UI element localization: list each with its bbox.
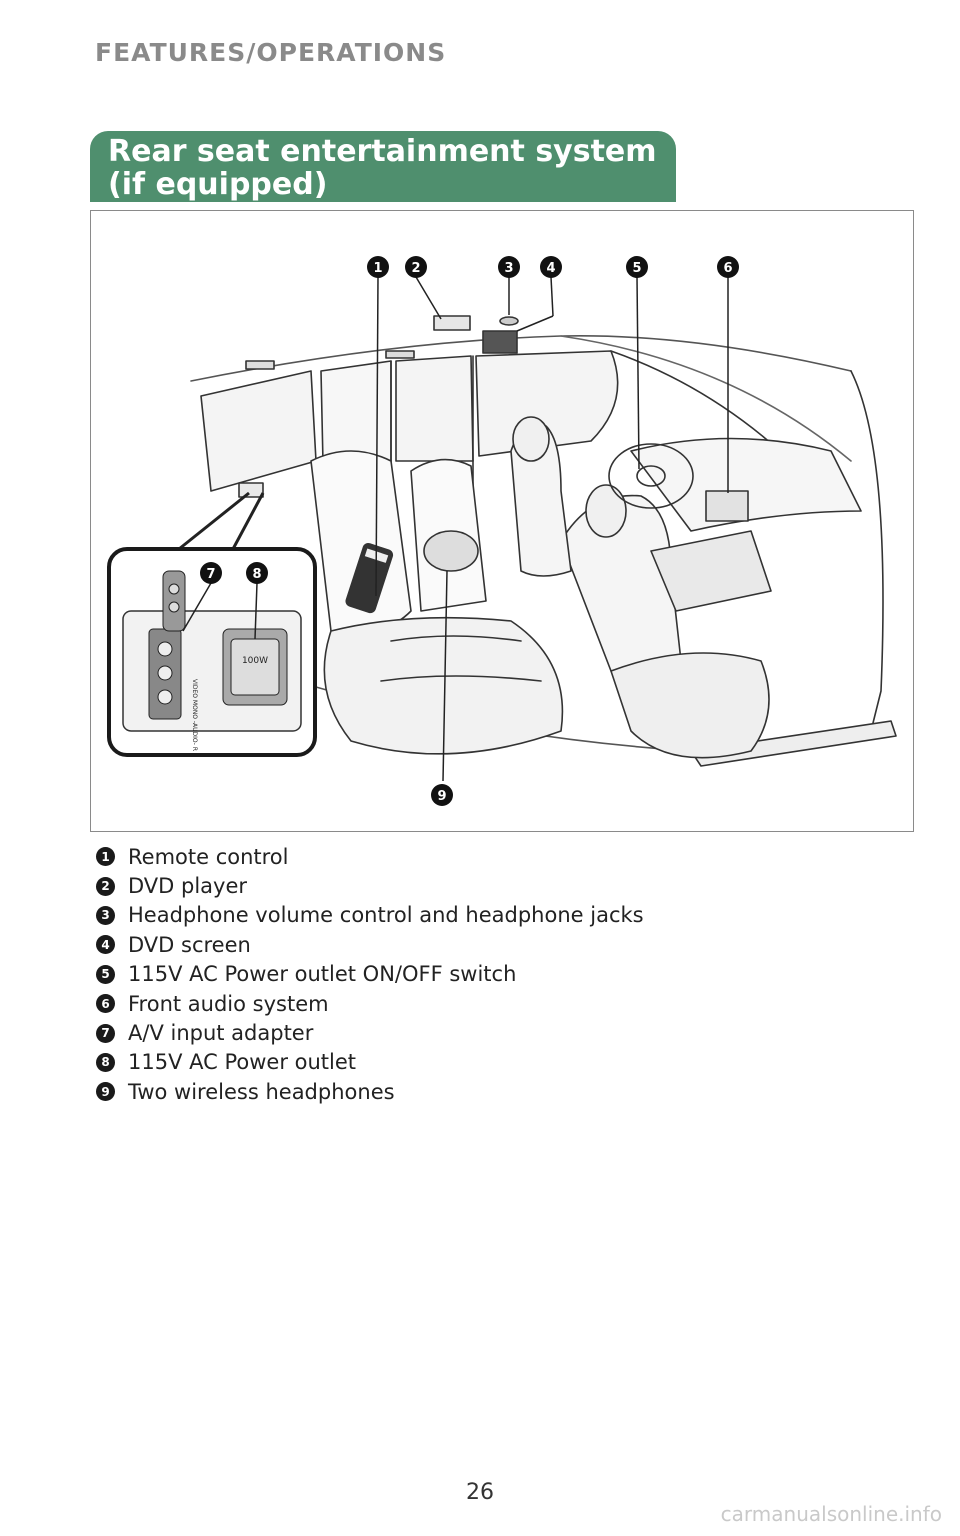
legend-text: Two wireless headphones [128, 1079, 395, 1104]
vehicle-interior-drawing: 100W VIDEO MONO -AUDIO- R 1 2 [107, 256, 897, 806]
vehicle-illustration: 100W VIDEO MONO -AUDIO- R 1 2 [90, 210, 914, 832]
legend-text: 115V AC Power outlet ON/OFF switch [128, 962, 517, 987]
section-label: FEATURES/OPERATIONS [95, 38, 447, 67]
page-number: 26 [466, 1480, 494, 1505]
legend-item: 2 DVD player [96, 871, 644, 900]
legend-text: Headphone volume control and headphone j… [128, 903, 644, 928]
jacks-label: VIDEO MONO -AUDIO- R [191, 679, 198, 751]
watermark: carmanualsonline.info [720, 1502, 942, 1526]
callout-2: 2 [405, 256, 427, 278]
legend-text: 115V AC Power outlet [128, 1050, 357, 1075]
callout-9: 9 [431, 784, 453, 806]
inset-detail: 100W VIDEO MONO -AUDIO- R [107, 491, 317, 757]
legend-number: 6 [96, 994, 115, 1014]
section-title-line1: Rear seat entertainment system [108, 134, 657, 169]
section-title: Rear seat entertainment system (if equip… [90, 131, 676, 202]
legend-item: 3 Headphone volume control and headphone … [96, 901, 644, 930]
legend-item: 1 Remote control [96, 842, 644, 871]
legend-number: 1 [96, 847, 115, 867]
legend-text: DVD player [128, 874, 248, 899]
legend-item: 5 115V AC Power outlet ON/OFF switch [96, 960, 644, 989]
callout-3: 3 [498, 256, 520, 278]
svg-text:4: 4 [546, 261, 555, 276]
legend-item: 7 A/V input adapter [96, 1018, 644, 1047]
svg-text:5: 5 [632, 261, 641, 276]
svg-text:6: 6 [723, 261, 732, 276]
callout-6: 6 [717, 256, 739, 278]
legend-item: 6 Front audio system [96, 989, 644, 1018]
svg-text:2: 2 [411, 261, 420, 276]
svg-text:7: 7 [206, 567, 215, 582]
callout-7: 7 [200, 562, 222, 584]
legend-text: A/V input adapter [128, 1021, 314, 1046]
callout-8: 8 [246, 562, 268, 584]
callout-4: 4 [540, 256, 562, 278]
svg-text:3: 3 [504, 261, 513, 276]
callout-1: 1 [367, 256, 389, 278]
callout-5: 5 [626, 256, 648, 278]
legend-number: 4 [96, 935, 115, 955]
svg-text:1: 1 [373, 261, 382, 276]
legend-number: 8 [96, 1052, 115, 1072]
legend-number: 3 [96, 905, 115, 925]
outlet-label: 100W [242, 656, 268, 666]
legend-text: Remote control [128, 844, 289, 869]
section-title-line2: (if equipped) [108, 167, 328, 202]
legend-number: 9 [96, 1082, 115, 1102]
legend-item: 4 DVD screen [96, 930, 644, 959]
legend-text: DVD screen [128, 932, 251, 957]
legend-number: 7 [96, 1023, 115, 1043]
legend-number: 2 [96, 876, 115, 896]
legend-text: Front audio system [128, 991, 329, 1016]
legend-item: 8 115V AC Power outlet [96, 1048, 644, 1077]
legend-number: 5 [96, 964, 115, 984]
legend-item: 9 Two wireless headphones [96, 1077, 644, 1106]
callout-legend: 1 Remote control 2 DVD player 3 Headphone v… [96, 842, 644, 1107]
svg-text:9: 9 [437, 789, 446, 804]
svg-text:8: 8 [252, 567, 261, 582]
